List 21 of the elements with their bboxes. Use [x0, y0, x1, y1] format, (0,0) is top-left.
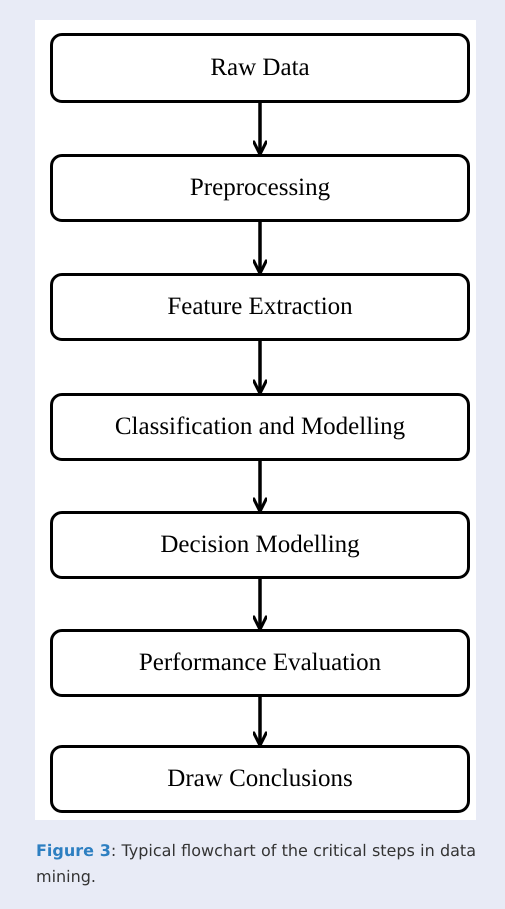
arrow: [251, 341, 269, 395]
step-label: Performance Evaluation: [138, 649, 382, 677]
arrow: [251, 222, 269, 275]
process-box: [50, 154, 470, 222]
process-box: [50, 273, 470, 341]
step-label: Classification and Modelling: [114, 413, 406, 441]
process-box: [50, 393, 470, 461]
step-label: Preprocessing: [190, 174, 330, 202]
step-label: Draw Conclusions: [167, 765, 353, 793]
arrow: [251, 103, 269, 156]
step-label: Feature Extraction: [167, 293, 353, 321]
process-box: [50, 33, 470, 103]
figure-caption: Figure 3: Typical flowchart of the critical steps in data mining.: [36, 840, 476, 888]
arrow: [251, 697, 269, 747]
process-box: [50, 511, 470, 579]
step-label: Decision Modelling: [160, 531, 360, 559]
arrow: [251, 579, 269, 631]
process-box: [50, 745, 470, 813]
step-label: Raw Data: [210, 54, 310, 82]
arrow: [251, 461, 269, 513]
process-box: [50, 629, 470, 697]
